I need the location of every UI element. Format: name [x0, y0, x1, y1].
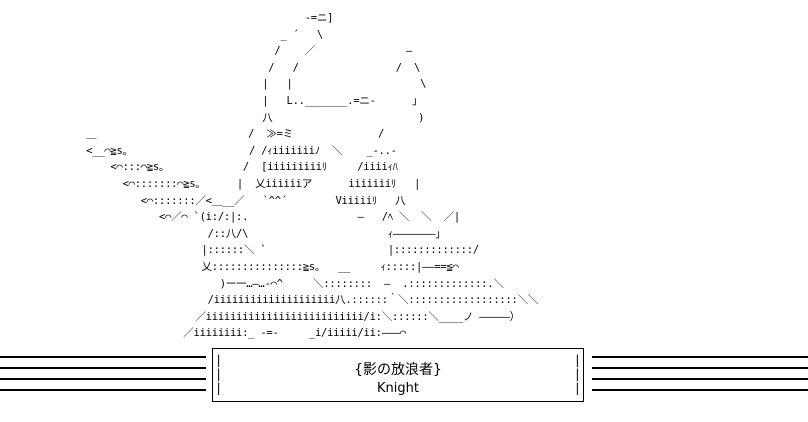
caption-subtitle: Knight [377, 381, 419, 396]
divider-line [0, 356, 206, 358]
caption-right-bracket: | | | [573, 353, 581, 395]
knight-ascii-art: -=ニ] _ ´ \ / ／ ― / / / \ | | [86, 12, 539, 340]
divider-line [592, 378, 808, 380]
left-decorative-lines [0, 356, 206, 400]
caption-left-bracket: | | | [215, 353, 223, 395]
divider-line [0, 378, 206, 380]
divider-line [592, 367, 808, 369]
divider-line [0, 367, 206, 369]
right-decorative-lines [592, 356, 808, 400]
divider-line [592, 356, 808, 358]
divider-line [0, 389, 206, 391]
caption-title: {影の放浪者} [354, 362, 442, 378]
caption-box: | | | {影の放浪者} Knight | | | [212, 348, 584, 402]
divider-line [592, 389, 808, 391]
